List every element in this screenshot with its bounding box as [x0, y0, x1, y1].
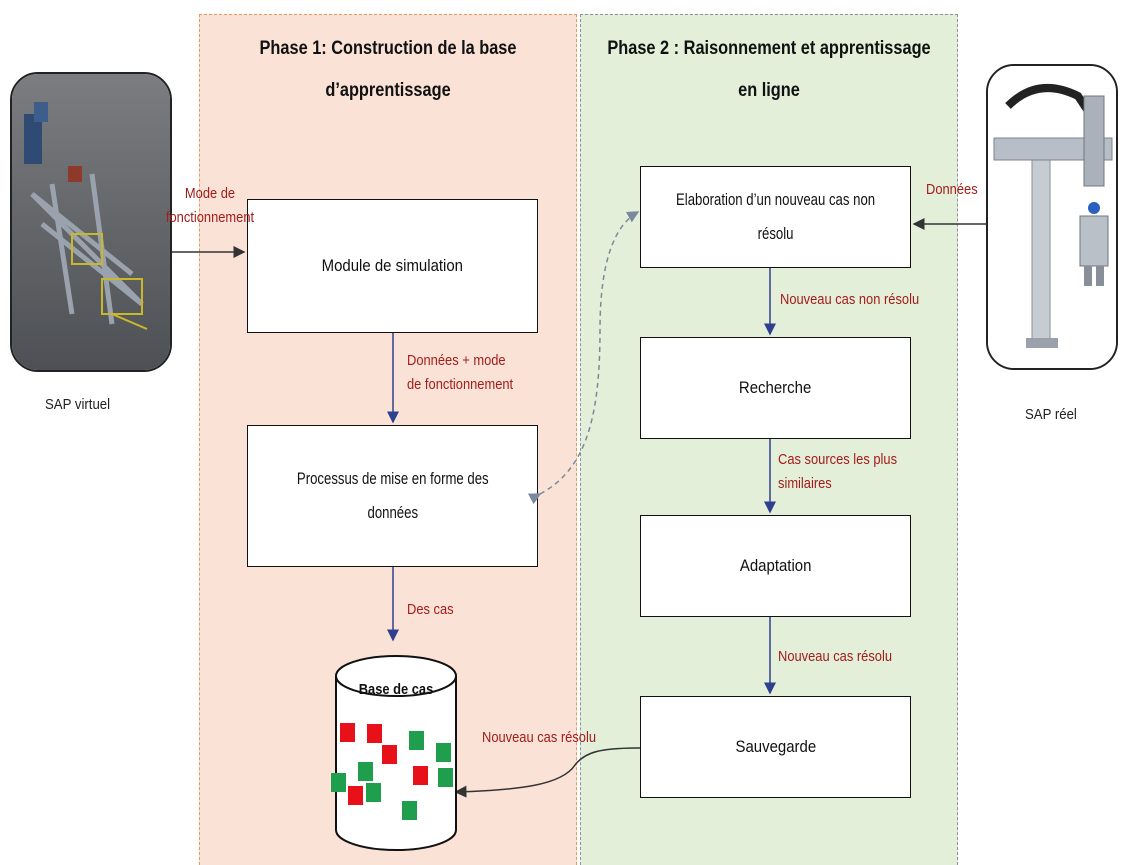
phase1-title: Phase 1: Construction de la base d’appre…	[225, 28, 550, 112]
data-formatting-line2: données	[367, 503, 418, 522]
case-square	[382, 745, 397, 764]
case-square	[366, 783, 381, 802]
dashed-link-arrow	[527, 211, 640, 505]
case-square	[402, 801, 417, 820]
case-square	[438, 768, 453, 787]
case-square	[331, 773, 346, 792]
label-nouveau-non-resolu: Nouveau cas non résolu	[780, 291, 920, 308]
sap-virtuel-caption: SAP virtuel	[45, 396, 111, 413]
case-base-label: Base de cas	[358, 681, 434, 698]
simulation-module-label: Module de simulation	[321, 256, 464, 275]
simulation-module-box: Module de simulation	[247, 199, 538, 333]
virtual-machine-render-icon	[12, 74, 170, 370]
phase2-title-line1: Phase 2 : Raisonnement et apprentissage	[607, 38, 931, 59]
case-square	[409, 731, 424, 750]
label-donnees: Données	[926, 181, 978, 198]
label-cas-sources-line2: similaires	[778, 475, 832, 492]
label-nouveau-resolu-save: Nouveau cas résolu	[482, 729, 597, 746]
sap-virtuel-image	[10, 72, 172, 372]
elaboration-line2: résolu	[757, 224, 794, 243]
elaboration-box: Elaboration d’un nouveau cas non résolu	[640, 166, 911, 268]
label-nouveau-resolu: Nouveau cas résolu	[778, 648, 893, 665]
label-mode-line2: fonctionnement	[165, 209, 255, 226]
data-formatting-box: Processus de mise en forme des données	[247, 425, 538, 567]
label-mode-fonctionnement: Mode de fonctionnement	[163, 182, 258, 230]
case-square	[358, 762, 373, 781]
adaptation-label: Adaptation	[739, 556, 812, 575]
adaptation-box: Adaptation	[640, 515, 911, 617]
sap-reel-caption: SAP réel	[1025, 406, 1077, 423]
phase1-title-line2: d’apprentissage	[325, 80, 451, 101]
case-square	[413, 766, 428, 785]
case-square	[340, 723, 355, 742]
phase2-title-line2: en ligne	[738, 80, 800, 101]
recherche-box: Recherche	[640, 337, 911, 439]
label-cas-sources-line1: Cas sources les plus	[778, 451, 898, 468]
sap-reel-image	[986, 64, 1118, 370]
sauvegarde-box: Sauvegarde	[640, 696, 911, 798]
linear-axis-gantry-icon	[988, 66, 1116, 368]
sauvegarde-label: Sauvegarde	[735, 737, 816, 756]
label-mode-line1: Mode de	[184, 185, 236, 202]
recherche-label: Recherche	[739, 378, 812, 397]
label-des-cas: Des cas	[407, 601, 454, 618]
phase1-title-line1: Phase 1: Construction de la base	[259, 38, 517, 59]
case-base-cylinder	[331, 655, 457, 851]
phase2-title: Phase 2 : Raisonnement et apprentissage …	[600, 28, 939, 112]
case-square	[348, 786, 363, 805]
case-square	[367, 724, 382, 743]
data-formatting-line1: Processus de mise en forme des	[296, 469, 489, 488]
label-donnees-mode-line1: Données + mode	[407, 352, 506, 369]
arrow-sauvegarde-to-base	[454, 747, 641, 798]
case-square	[436, 743, 451, 762]
label-donnees-mode-line2: de fonctionnement	[407, 376, 514, 393]
label-donnees-mode: Données + mode de fonctionnement	[407, 349, 513, 397]
label-cas-sources: Cas sources les plus similaires	[778, 448, 897, 496]
elaboration-line1: Elaboration d’un nouveau cas non	[675, 190, 876, 209]
